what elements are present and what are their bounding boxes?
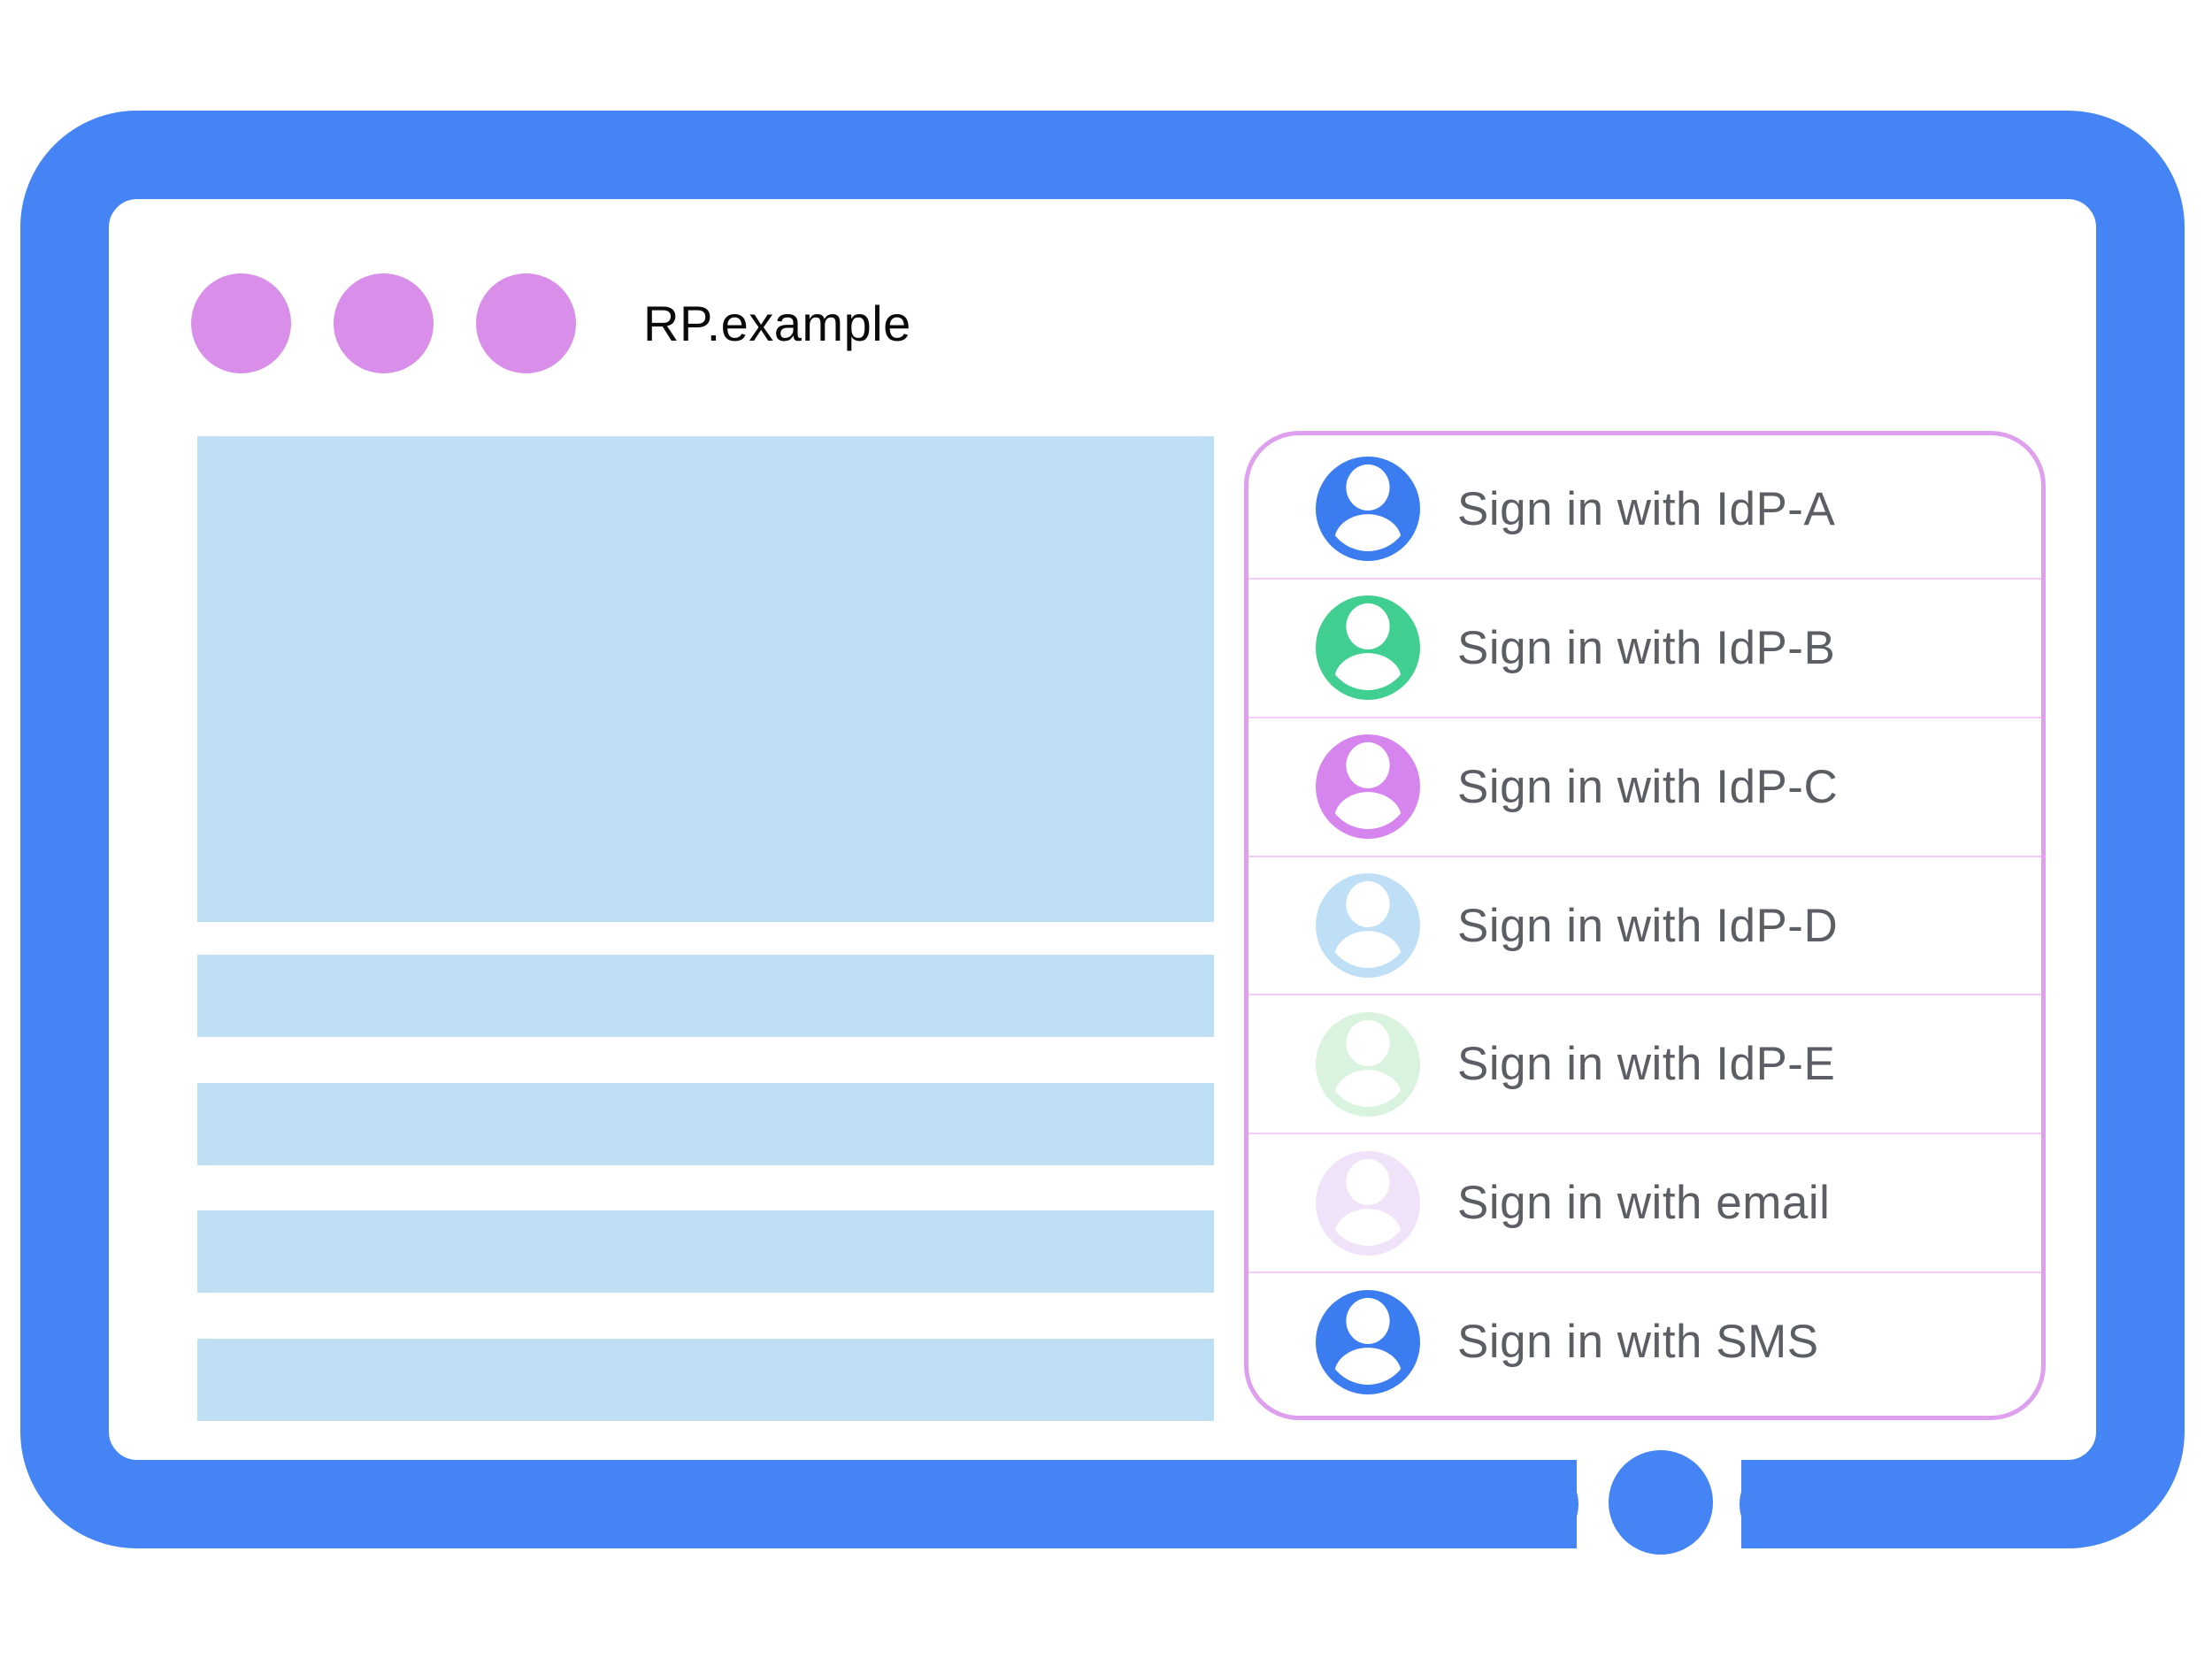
- signin-provider-row-idp-a[interactable]: Sign in with IdP-A: [1248, 441, 2041, 578]
- traffic-dot-icon: [334, 273, 434, 373]
- signin-provider-row-idp-d[interactable]: Sign in with IdP-D: [1248, 855, 2041, 995]
- signin-provider-label: Sign in with SMS: [1457, 1316, 1819, 1369]
- frame-notch-circle: [1609, 1450, 1713, 1555]
- avatar-person-icon: [1316, 1011, 1420, 1117]
- traffic-dot-icon: [476, 273, 576, 373]
- frame-bottom-left-cap: [1495, 1460, 1578, 1548]
- signin-provider-label: Sign in with IdP-A: [1457, 482, 1836, 535]
- signin-provider-label: Sign in with email: [1457, 1177, 1831, 1230]
- traffic-dot-icon: [191, 273, 291, 373]
- avatar-person-icon: [1316, 734, 1420, 840]
- content-placeholder-line: [197, 955, 1214, 1037]
- avatar-person-icon: [1316, 1289, 1420, 1394]
- avatar-person-icon: [1316, 1150, 1420, 1256]
- signin-provider-label: Sign in with IdP-D: [1457, 899, 1839, 952]
- frame-bottom-right-cap: [1740, 1460, 1823, 1548]
- signin-provider-row-email[interactable]: Sign in with email: [1248, 1133, 2041, 1271]
- signin-provider-label: Sign in with IdP-B: [1457, 621, 1836, 674]
- content-placeholder-line: [197, 1210, 1214, 1293]
- browser-frame: [20, 111, 2185, 1548]
- content-placeholder-line: [197, 1083, 1214, 1165]
- signin-provider-row-idp-c[interactable]: Sign in with IdP-C: [1248, 716, 2041, 856]
- avatar-person-icon: [1316, 595, 1420, 701]
- page-title: RP.example: [643, 296, 911, 351]
- signin-provider-label: Sign in with IdP-E: [1457, 1038, 1836, 1091]
- signin-panel: Sign in with IdP-A Sign in with IdP-B Si…: [1244, 431, 2046, 1420]
- content-placeholder-hero: [197, 436, 1214, 922]
- content-placeholder-line: [197, 1339, 1214, 1421]
- signin-provider-row-idp-e[interactable]: Sign in with IdP-E: [1248, 994, 2041, 1133]
- avatar-person-icon: [1316, 873, 1420, 978]
- signin-provider-row-idp-b[interactable]: Sign in with IdP-B: [1248, 577, 2041, 717]
- signin-provider-label: Sign in with IdP-C: [1457, 760, 1839, 813]
- signin-provider-row-sms[interactable]: Sign in with SMS: [1248, 1271, 2041, 1410]
- avatar-person-icon: [1316, 457, 1420, 562]
